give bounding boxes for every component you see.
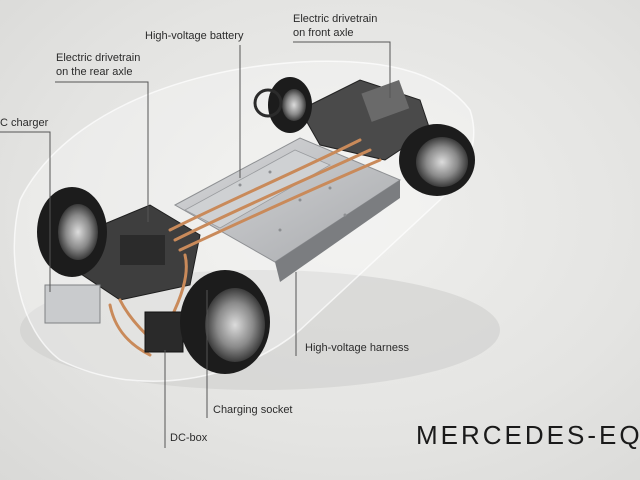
label-charging-socket: Charging socket <box>213 403 293 417</box>
rear-right-wheel <box>180 270 270 374</box>
rear-left-wheel <box>37 187 107 277</box>
label-front-drivetrain: Electric drivetrain on front axle <box>293 12 377 40</box>
label-rear-drivetrain: Electric drivetrain on the rear axle <box>56 51 140 79</box>
ac-charger-unit <box>45 285 100 323</box>
label-front-drivetrain-line1: Electric drivetrain <box>293 12 377 26</box>
label-front-drivetrain-line2: on front axle <box>293 26 377 40</box>
label-ac-charger: C charger <box>0 116 48 130</box>
front-right-wheel <box>399 124 475 196</box>
rear-motor <box>120 235 165 265</box>
label-rear-drivetrain-line2: on the rear axle <box>56 65 140 79</box>
label-dc-box: DC-box <box>170 431 207 445</box>
label-high-voltage-harness: High-voltage harness <box>305 341 409 355</box>
dc-box <box>145 312 183 352</box>
front-left-wheel <box>268 77 312 133</box>
brand-logo-text: MERCEDES-EQ <box>416 420 640 451</box>
label-rear-drivetrain-line1: Electric drivetrain <box>56 51 140 65</box>
label-high-voltage-battery: High-voltage battery <box>145 29 243 43</box>
